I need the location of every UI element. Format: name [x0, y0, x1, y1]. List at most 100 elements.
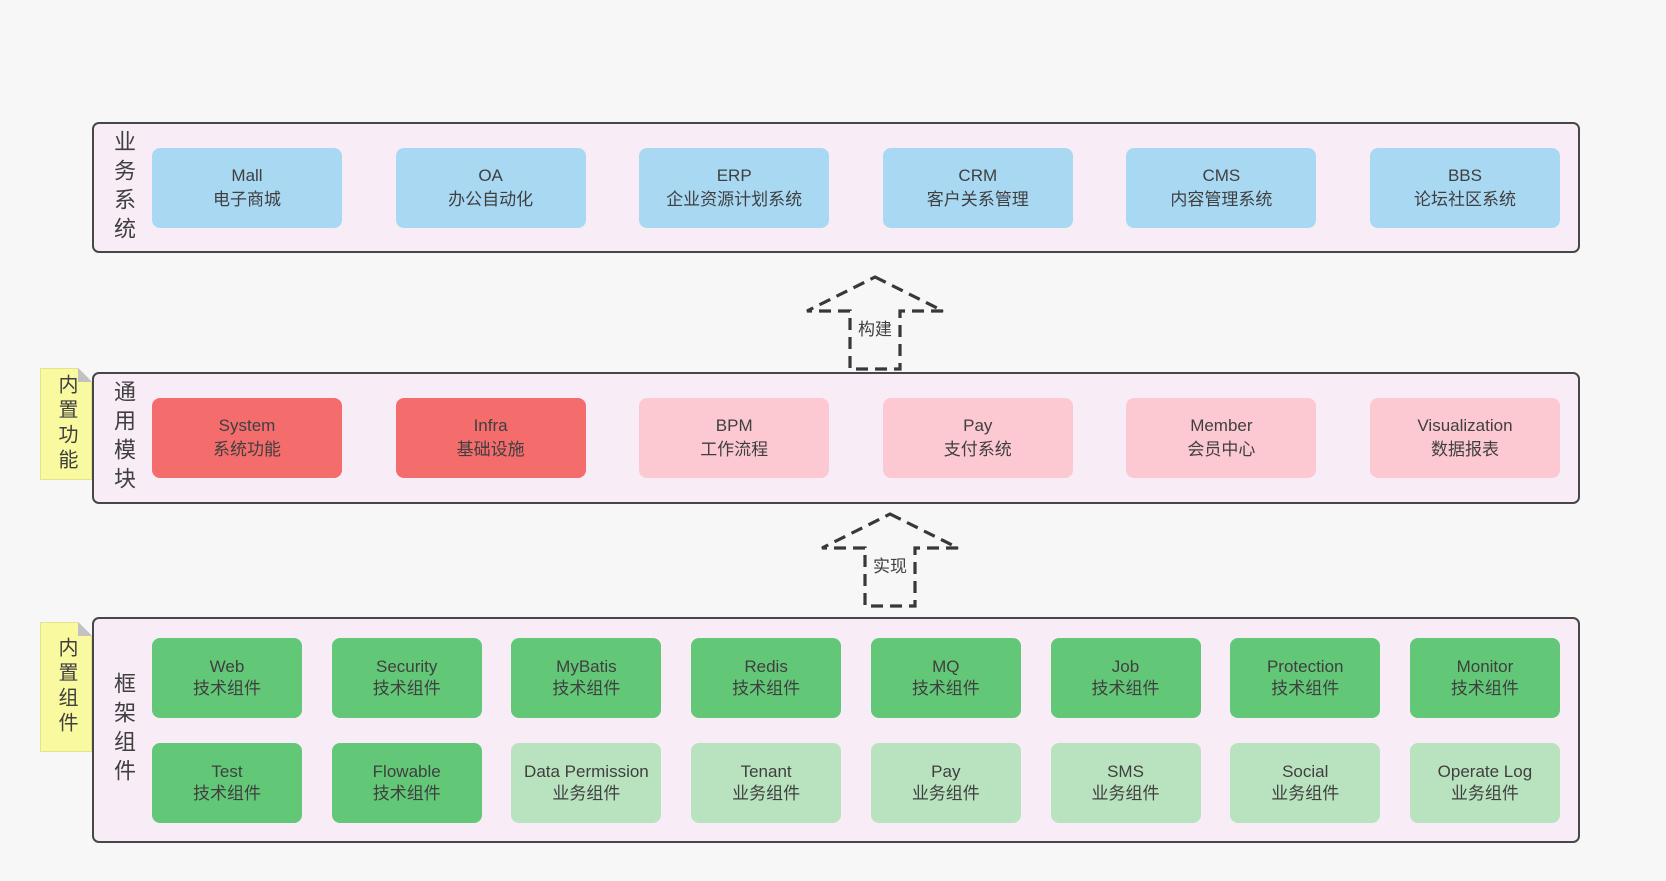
box-web: Web 技术组件 [152, 637, 302, 718]
box-title: Tenant [740, 761, 792, 781]
business-layer-side-label-text: 业务系统 [111, 129, 136, 246]
sticky-note-built-in-features: 内置功能 [40, 368, 92, 480]
box-title: Security [375, 656, 438, 676]
box-title: Visualization [1417, 416, 1513, 435]
box-bpm: BPM 工作流程 [639, 398, 830, 478]
box-title: Job [1111, 656, 1140, 676]
box-subtitle: 技术组件 [193, 678, 261, 698]
box-subtitle: 论坛社区系统 [1413, 189, 1516, 209]
box-tenant: Tenant 业务组件 [691, 742, 842, 823]
box-title: Mall [231, 165, 263, 185]
folded-corner-icon [78, 622, 92, 636]
layer-framework-components: 框架组件 Web 技术组件 Security 技术组件 MyBatis 技术组件… [92, 617, 1580, 843]
box-subtitle: 技术组件 [1271, 678, 1340, 698]
box-subtitle: 业务组件 [1271, 783, 1340, 803]
box-subtitle: 技术组件 [372, 678, 441, 698]
box-title: System [218, 416, 276, 435]
box-subtitle: 技术组件 [1091, 678, 1160, 698]
box-subtitle: 技术组件 [552, 678, 621, 698]
framework-layer-side-label-text: 框架组件 [111, 672, 136, 788]
box-monitor: Monitor 技术组件 [1409, 637, 1560, 718]
box-title: Member [1190, 416, 1253, 435]
sticky-features-label: 内置功能 [55, 374, 77, 474]
box-pay-component: Pay 业务组件 [870, 742, 1021, 823]
folded-corner-icon [78, 368, 92, 382]
box-subtitle: 业务组件 [732, 783, 801, 803]
box-title: Social [1282, 761, 1329, 781]
box-mall: Mall 电子商城 [152, 147, 342, 228]
box-security: Security 技术组件 [331, 637, 482, 718]
box-title: Infra [473, 416, 508, 435]
box-crm: CRM 客户关系管理 [882, 147, 1073, 228]
box-sms: SMS 业务组件 [1050, 742, 1201, 823]
box-subtitle: 业务组件 [552, 783, 621, 803]
box-title: MQ [932, 656, 960, 676]
box-title: SMS [1107, 761, 1144, 781]
dashed-up-arrow-icon [821, 512, 959, 608]
arrow-implement-label: 实现 [870, 552, 910, 577]
box-oa: OA 办公自动化 [395, 147, 586, 228]
common-layer-side-label-text: 通用模块 [111, 380, 136, 496]
business-boxes-row: Mall 电子商城 OA 办公自动化 ERP 企业资源计划系统 CRM 客户关系… [152, 124, 1560, 251]
box-subtitle: 支付系统 [943, 440, 1012, 459]
box-title: ERP [716, 165, 752, 185]
framework-boxes-grid: Web 技术组件 Security 技术组件 MyBatis 技术组件 Redi… [152, 619, 1560, 841]
box-mybatis: MyBatis 技术组件 [511, 637, 662, 718]
arrow-implement: 实现 [820, 512, 960, 608]
box-title: Monitor [1456, 656, 1514, 676]
box-subtitle: 工作流程 [700, 440, 769, 459]
common-layer-side-label: 通用模块 [94, 374, 152, 502]
box-title: BBS [1447, 165, 1482, 185]
business-layer-side-label: 业务系统 [94, 124, 152, 251]
arrow-build: 构建 [805, 275, 945, 371]
box-title: MyBatis [556, 656, 617, 676]
sticky-components-label: 内置组件 [55, 637, 77, 737]
box-flowable: Flowable 技术组件 [331, 742, 482, 823]
box-operate-log: Operate Log 业务组件 [1409, 742, 1560, 823]
box-subtitle: 业务组件 [1091, 783, 1160, 803]
box-subtitle: 基础设施 [456, 440, 525, 459]
box-title: CRM [958, 165, 998, 185]
box-cms: CMS 内容管理系统 [1126, 147, 1317, 228]
box-pay-module: Pay 支付系统 [882, 398, 1073, 478]
box-subtitle: 技术组件 [372, 783, 441, 803]
sticky-note-built-in-components: 内置组件 [40, 622, 92, 752]
box-title: Pay [931, 761, 961, 781]
box-system: System 系统功能 [152, 398, 342, 478]
box-subtitle: 会员中心 [1187, 440, 1256, 459]
box-title: Data Permission [524, 761, 649, 781]
box-subtitle: 技术组件 [732, 678, 801, 698]
box-title: Protection [1266, 656, 1344, 676]
box-subtitle: 内容管理系统 [1170, 189, 1273, 209]
box-erp: ERP 企业资源计划系统 [639, 147, 830, 228]
box-subtitle: 系统功能 [213, 440, 281, 459]
common-boxes-row: System 系统功能 Infra 基础设施 BPM 工作流程 Pay 支付系统… [152, 374, 1560, 502]
box-subtitle: 技术组件 [911, 678, 980, 698]
layer-common-modules: 通用模块 System 系统功能 Infra 基础设施 BPM 工作流程 Pay… [92, 372, 1580, 504]
box-bbs: BBS 论坛社区系统 [1369, 147, 1560, 228]
layer-business-systems: 业务系统 Mall 电子商城 OA 办公自动化 ERP 企业资源计划系统 CRM… [92, 122, 1580, 253]
box-subtitle: 业务组件 [1450, 783, 1519, 803]
box-subtitle: 业务组件 [911, 783, 980, 803]
box-subtitle: 办公自动化 [448, 189, 534, 209]
box-test: Test 技术组件 [152, 742, 302, 823]
box-subtitle: 企业资源计划系统 [666, 189, 803, 209]
box-title: OA [478, 165, 503, 185]
box-subtitle: 客户关系管理 [926, 189, 1029, 209]
box-subtitle: 电子商城 [213, 189, 281, 209]
box-job: Job 技术组件 [1050, 637, 1201, 718]
box-redis: Redis 技术组件 [691, 637, 842, 718]
box-social: Social 业务组件 [1230, 742, 1381, 823]
box-subtitle: 技术组件 [193, 783, 261, 803]
box-mq: MQ 技术组件 [870, 637, 1021, 718]
box-title: Operate Log [1437, 761, 1533, 781]
box-title: Web [209, 656, 245, 676]
box-title: BPM [715, 416, 753, 435]
dashed-up-arrow-icon [806, 275, 944, 371]
box-title: CMS [1202, 165, 1241, 185]
box-title: Test [211, 761, 243, 781]
arrow-build-label: 构建 [855, 315, 895, 340]
box-title: Flowable [372, 761, 441, 781]
framework-layer-side-label: 框架组件 [94, 619, 152, 841]
box-member: Member 会员中心 [1126, 398, 1317, 478]
